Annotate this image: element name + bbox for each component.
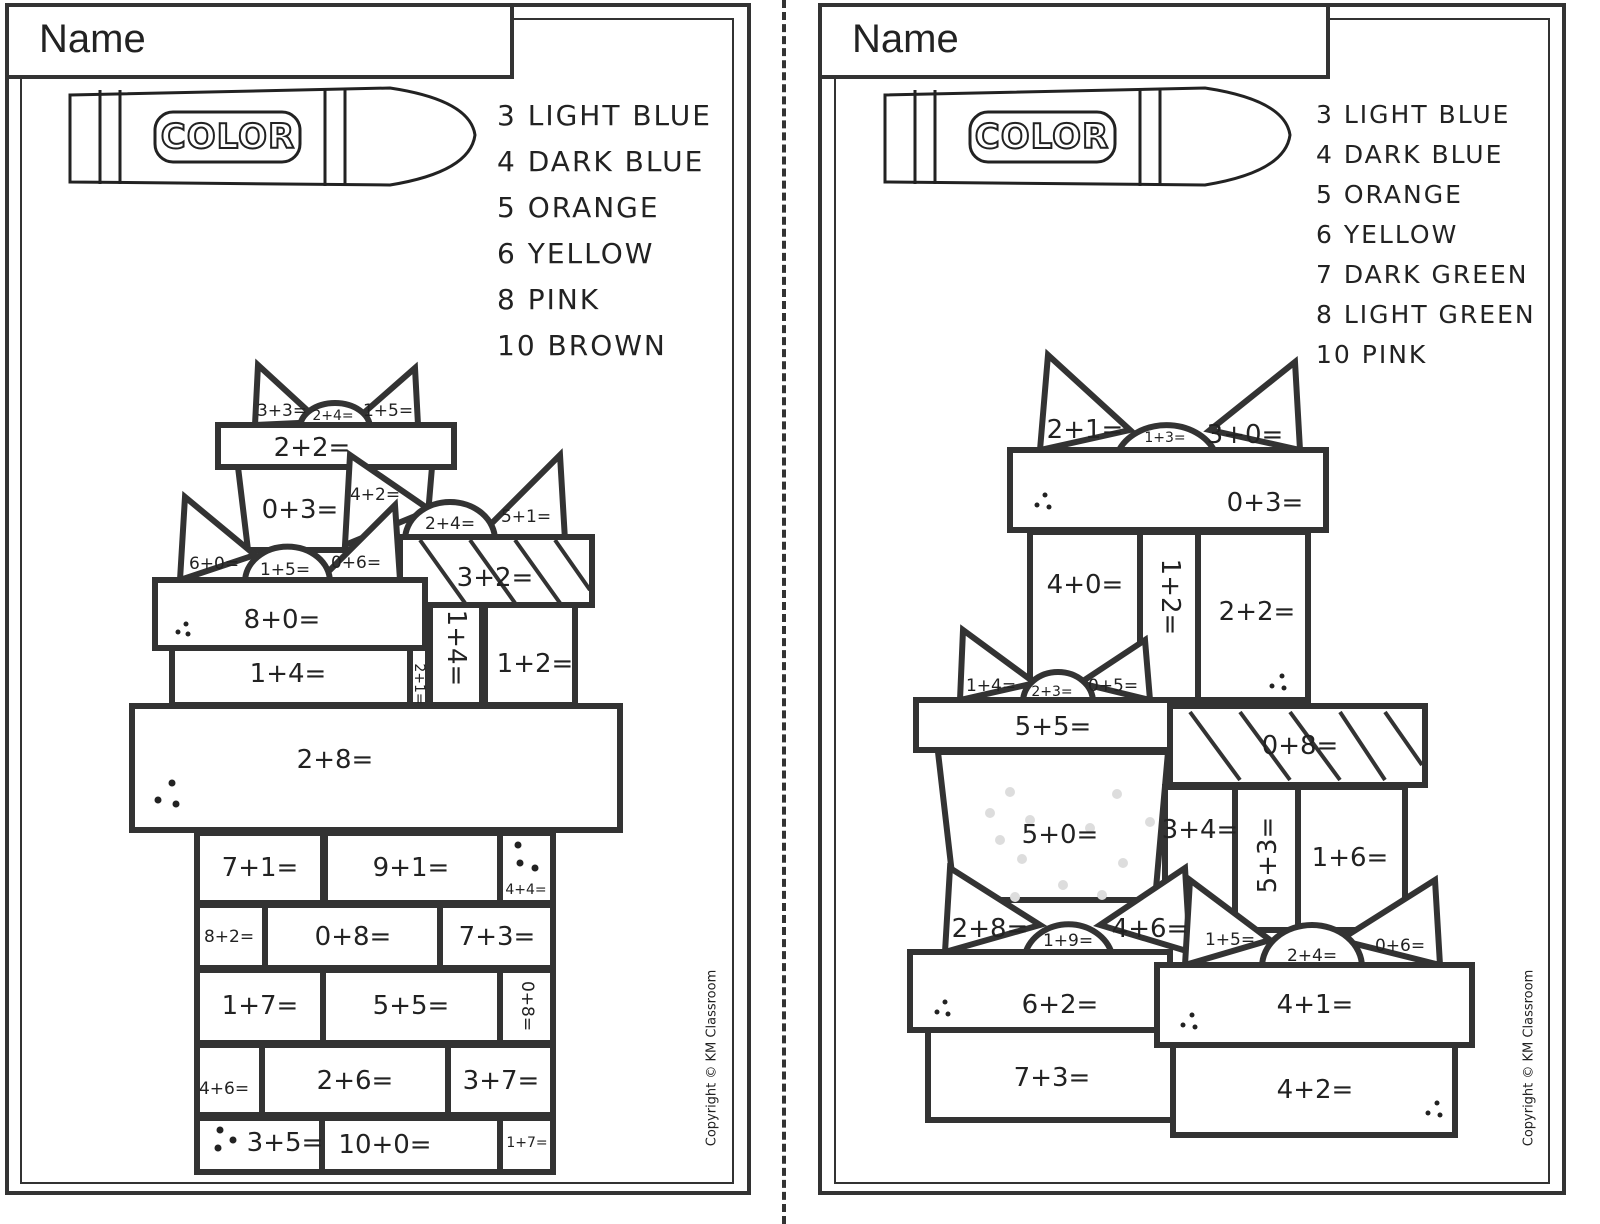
problem-region[interactable]: 5+0= [1021,820,1099,850]
problem-region[interactable]: 2+2= [1218,597,1296,627]
problem-region[interactable]: 9+1= [372,853,450,883]
copyright-text: Copyright © KM Classroom [1521,969,1537,1147]
problem-region[interactable]: 8+0= [243,605,321,635]
problem-region[interactable]: 5+5= [372,991,450,1021]
right-name-box[interactable]: Name [818,3,1330,79]
problem-region[interactable]: 10+0= [338,1130,432,1160]
stripes-pattern [418,538,592,605]
problem-region[interactable]: 4+6= [198,1079,250,1099]
problem-region[interactable]: 0+8= [1261,731,1339,761]
problem-region[interactable]: 6+0= [188,554,240,574]
problem-region[interactable]: 3+0= [1206,420,1284,450]
color-key-item: 10 BROWN [497,329,667,362]
problem-region[interactable]: 1+7= [221,991,299,1021]
problem-region[interactable]: 1+9= [1042,931,1094,951]
dot-pattern [985,787,1155,902]
crayon-color-label: COLOR [160,116,296,158]
color-key-item: 4 DARK BLUE [1316,140,1504,169]
crayon-icon [68,86,477,187]
problem-region[interactable]: 1+4= [249,659,327,689]
problem-region[interactable]: 1+7= [506,1135,548,1151]
problem-region[interactable]: 2+3= [1031,684,1073,700]
color-key-item: 8 PINK [497,283,601,316]
problem-region[interactable]: 0+3= [261,495,339,525]
color-key-item: 3 LIGHT BLUE [1316,100,1511,129]
crayon-icon [883,86,1292,187]
problem-region[interactable]: 1+3= [1144,430,1186,446]
problem-region[interactable]: 0+5= [1087,676,1139,696]
cut-line-divider [782,0,786,1224]
problem-region[interactable]: 1+5= [1204,930,1256,950]
problem-region[interactable]: 4+2= [349,485,401,505]
problem-region[interactable]: 7+3= [1013,1063,1091,1093]
problem-region[interactable]: 3+7= [462,1066,540,1096]
problem-region[interactable]: 4+6= [1111,914,1189,944]
problem-region[interactable]: 2+4= [424,514,476,534]
problem-region[interactable]: 2+8= [951,914,1029,944]
problem-region[interactable]: 1+4= [965,676,1017,696]
problem-region[interactable]: 2+2= [273,433,351,463]
problem-region[interactable]: 4+4= [505,882,547,898]
problem-region[interactable]: 4+0= [1046,570,1124,600]
crayon-color-label: COLOR [974,116,1110,158]
left-name-box[interactable]: Name [5,3,514,79]
color-key-item: 8 LIGHT GREEN [1316,300,1536,329]
dot-decorations [154,621,539,1152]
problem-region[interactable]: 5+1= [500,507,552,527]
color-key-item: 5 ORANGE [1316,180,1463,209]
color-key-item: 5 ORANGE [497,191,660,224]
problem-region[interactable]: 2+1= [1046,415,1124,445]
color-key-item: 7 DARK GREEN [1316,260,1529,289]
problem-region[interactable]: 3+3= [256,401,308,421]
problem-region[interactable]: 5+3= [1253,816,1283,894]
color-key-item: 10 PINK [1316,340,1428,369]
problem-region[interactable]: 0+8= [314,922,392,952]
problem-region[interactable]: 0+6= [1374,936,1426,956]
problem-region[interactable]: 2+6= [316,1066,394,1096]
stripes-pattern [1188,710,1424,782]
problem-region[interactable]: 8+2= [203,927,255,947]
problem-region[interactable]: 0+3= [1226,488,1304,518]
problem-region[interactable]: 2+8= [296,745,374,775]
problem-region[interactable]: 3+4= [1161,815,1239,845]
problem-region[interactable]: 7+3= [458,922,536,952]
problem-region[interactable]: 5+5= [1014,712,1092,742]
problem-region[interactable]: 2+4= [312,408,354,424]
problem-region[interactable]: 2+4= [1286,946,1338,966]
problem-region[interactable]: 1+2= [496,649,574,679]
name-label: Name [39,17,146,61]
color-key-item: 6 YELLOW [1316,220,1459,249]
problem-region[interactable]: 1+6= [1311,843,1389,873]
problem-region[interactable]: 3+2= [456,563,534,593]
color-key-item: 6 YELLOW [497,237,655,270]
problem-region[interactable]: 0+6= [330,553,382,573]
problem-region[interactable]: 1+5= [362,401,414,421]
problem-region[interactable]: 4+2= [1276,1075,1354,1105]
problem-region[interactable]: 4+1= [1276,990,1354,1020]
color-key-item: 4 DARK BLUE [497,145,705,178]
problem-region[interactable]: 6+2= [1021,990,1099,1020]
color-key-item: 3 LIGHT BLUE [497,99,712,132]
dot-decorations [934,492,1443,1118]
name-label: Name [852,17,959,61]
problem-region[interactable]: 1+5= [259,560,311,580]
problem-region[interactable]: 1+2= [1155,558,1185,636]
problem-region[interactable]: 3+5= [246,1128,324,1158]
problem-region[interactable]: 7+1= [221,853,299,883]
